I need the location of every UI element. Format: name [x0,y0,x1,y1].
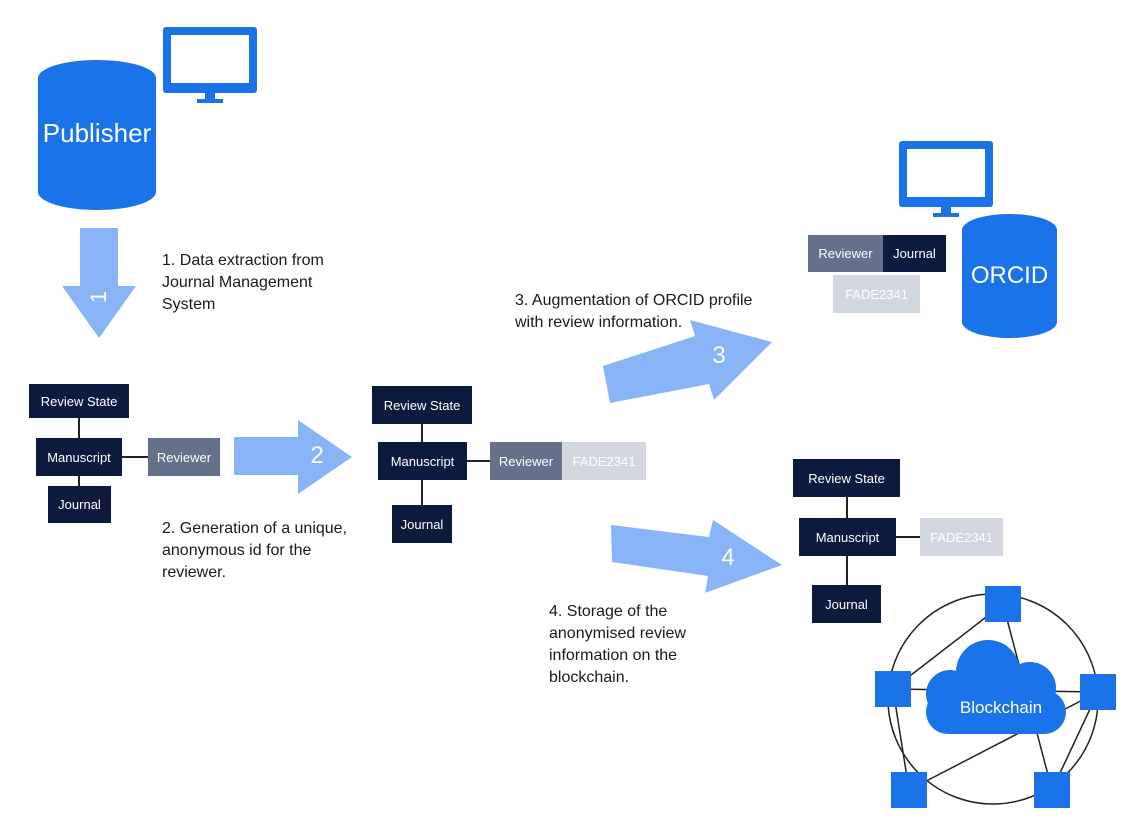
group3-anonymous-id: FADE2341 [833,275,920,313]
group3-journal: Journal [883,235,946,272]
step-4-description: 4. Storage of the anonymised review info… [549,603,686,686]
step-1-description: 1. Data extraction from Journal Manageme… [162,252,324,313]
arrow-2-number: 2 [310,442,324,469]
group1-manuscript: Manuscript [36,438,122,476]
arrow-3-number: 3 [712,342,726,369]
group2-reviewer: Reviewer [490,442,562,480]
blockchain-network [875,586,1116,808]
publisher-monitor-icon [163,27,257,103]
group2-anonymous-id: FADE2341 [562,442,646,480]
group2-journal: Journal [392,505,452,543]
arrow-2 [234,420,352,494]
blockchain-node-left [875,671,911,707]
group4-anonymous-id: FADE2341 [920,518,1003,556]
group3-reviewer: Reviewer [808,235,883,272]
arrow-4 [611,520,782,593]
group1-review-state: Review State [29,384,129,418]
group1-reviewer: Reviewer [148,438,220,476]
arrow-1 [62,228,136,338]
blockchain-node-bottom-left [891,772,927,808]
blockchain-node-top [985,586,1021,622]
group4-journal: Journal [812,585,881,623]
publisher-database-icon [38,60,156,210]
arrow-1-number: 1 [86,290,111,304]
group4-review-state: Review State [793,459,900,497]
orcid-database-icon [962,214,1057,338]
group2-connectors [421,424,490,505]
group4-manuscript: Manuscript [799,518,896,556]
blockchain-node-bottom-right [1034,772,1070,808]
arrow-3 [603,320,772,403]
group1-connectors [78,418,148,486]
blockchain-node-right [1080,674,1116,710]
group4-connectors [846,497,920,585]
step-2-description: 2. Generation of a unique, anonymous id … [162,520,348,581]
cloud-icon [926,640,1066,734]
group1-journal: Journal [48,486,111,523]
group2-manuscript: Manuscript [378,442,467,480]
step-3-description: 3. Augmentation of ORCID profile with re… [515,292,753,331]
orcid-monitor-icon [899,141,993,217]
blockchain-label: Blockchain [959,698,1043,717]
publisher-label: Publisher [42,118,152,148]
orcid-label: ORCID [970,262,1049,289]
group2-review-state: Review State [372,386,472,424]
arrow-4-number: 4 [721,544,735,571]
